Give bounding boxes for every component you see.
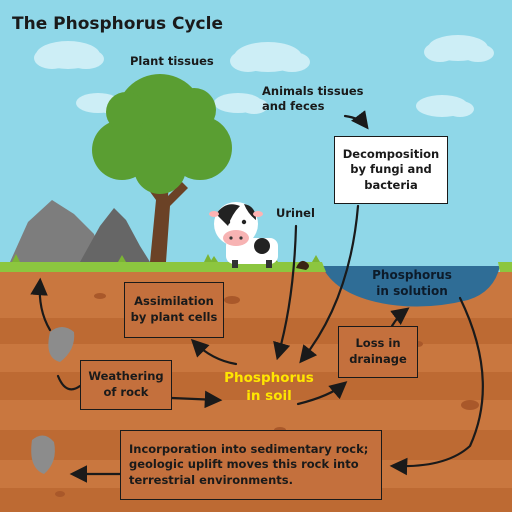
incorporation-box: Incorporation into sedimentary rock; geo…: [120, 430, 382, 500]
animal-tissues-label: Animals tissues and feces: [262, 84, 364, 113]
cloud: [230, 42, 310, 72]
buried-rock: [48, 327, 75, 362]
cloud: [214, 93, 268, 114]
cow: [209, 202, 278, 268]
urine-label: Urinel: [276, 206, 315, 220]
arrow-buried-rock-up: [30, 277, 52, 332]
tree-canopy: [92, 74, 232, 194]
arrow-drainage-to-solution: [390, 307, 410, 328]
grass: [0, 262, 512, 272]
arrow-soil-to-assimilation: [190, 338, 238, 366]
rock-large: [10, 200, 102, 262]
tree-trunk: [140, 172, 188, 262]
cycle-arrows: [30, 110, 484, 483]
arrow-solution-to-sediment: [389, 296, 484, 476]
arrow-buried-rock-to-weathering: [56, 374, 82, 391]
assimilation-box: Assimilation by plant cells: [124, 282, 224, 338]
cloud: [424, 35, 494, 62]
weathering-box: Weathering of rock: [80, 360, 172, 410]
arrow-animals-to-decomp: [343, 110, 369, 130]
feces: [296, 260, 309, 270]
cloud: [416, 95, 474, 117]
arrow-weathering-to-soil: [170, 390, 223, 409]
phosphorus-in-solution-label: Phosphorus in solution: [372, 268, 452, 298]
plant-tissues-label: Plant tissues: [130, 54, 214, 68]
decomposition-box: Decomposition by fungi and bacteria: [334, 136, 448, 204]
rock-small: [80, 208, 150, 262]
phosphorus-in-soil-label: Phosphorus in soil: [224, 370, 314, 404]
arrow-urine-to-soil: [273, 224, 298, 361]
water-body: [322, 266, 500, 307]
buried-rock: [31, 435, 55, 474]
soil-band: [0, 318, 512, 344]
arrow-decomp-to-soil: [299, 204, 360, 364]
arrow-soil-to-drainage: [296, 381, 348, 406]
cloud: [34, 41, 104, 69]
loss-drainage-box: Loss in drainage: [338, 326, 418, 378]
page-title: The Phosphorus Cycle: [12, 14, 223, 34]
